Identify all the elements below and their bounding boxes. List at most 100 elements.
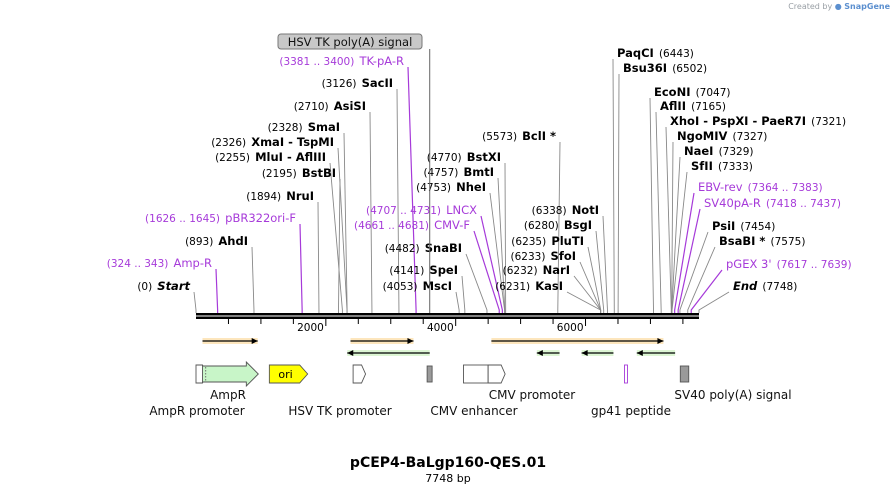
site-name-27: PaqCI <box>617 46 654 60</box>
site-label-27: PaqCI (6443) <box>617 42 694 61</box>
site-leader-34 <box>671 171 688 313</box>
site-label-26: (6338) NotI <box>532 199 599 218</box>
site-label-11: (3381 .. 3400) TK-pA-R <box>279 50 404 69</box>
site-pos-10: (3126) <box>322 78 357 90</box>
site-leader-18 <box>497 177 506 313</box>
orf-arrowhead-3 <box>657 338 664 344</box>
site-pos-34: (7333) <box>718 161 753 173</box>
site-name-7: XmaI - TspMI <box>251 135 334 149</box>
site-pos-12: (4053) <box>383 281 418 293</box>
site-name-40: End <box>733 279 758 293</box>
site-name-24: PluTI <box>551 234 584 248</box>
site-name-9: AsiSI <box>334 99 366 113</box>
site-label-12: (4053) MscI <box>383 275 452 294</box>
site-label-4: (1894) NruI <box>246 185 314 204</box>
site-pos-23: (6233) <box>511 251 546 263</box>
site-label-24: (6235) PluTI <box>511 230 584 249</box>
site-leader-38 <box>687 246 716 313</box>
site-pos-11: (3381 .. 3400) <box>279 56 354 68</box>
site-pos-40: (7748) <box>762 281 797 293</box>
site-name-1: Amp-R <box>173 256 212 270</box>
site-name-20: BclI * <box>522 129 556 143</box>
site-name-11: TK-pA-R <box>358 54 404 68</box>
site-pos-21: (6231) <box>495 281 530 293</box>
site-pos-14: (4482) <box>385 243 420 255</box>
site-name-16: LNCX <box>446 203 477 217</box>
ruler-tick-label: 6000 <box>557 322 584 334</box>
feature-shape-8 <box>679 365 690 383</box>
feature-shape-1 <box>202 360 259 388</box>
site-leader-14 <box>465 253 488 313</box>
site-name-30: AflII <box>660 99 686 113</box>
orf-arrows <box>202 338 676 356</box>
site-name-37: PsiI <box>712 219 735 233</box>
site-leader-37 <box>679 231 709 313</box>
site-leader-36 <box>677 208 701 313</box>
feature-label-0: AmpR promoter <box>149 404 244 418</box>
credit-prefix: Created by <box>788 2 833 11</box>
ruler-tick-label: 4000 <box>427 322 454 334</box>
site-label-34: SfII (7333) <box>691 155 753 174</box>
site-leader-29 <box>649 97 654 313</box>
site-pos-39: (7617 .. 7639) <box>777 259 852 271</box>
site-leader-1 <box>215 268 219 313</box>
site-name-35: EBV-rev <box>698 180 743 194</box>
site-name-15: CMV-F <box>434 218 470 232</box>
site-pos-30: (7165) <box>691 101 726 113</box>
site-name-39: pGEX 3' <box>726 257 772 271</box>
feature-label-6: CMV promoter <box>489 388 576 402</box>
feature-label-ori: ori <box>278 368 292 381</box>
site-leader-2 <box>251 246 255 313</box>
site-label-31: XhoI - PspXI - PaeR7I (7321) <box>670 110 846 129</box>
site-name-32: NgoMIV <box>677 129 727 143</box>
site-leader-3 <box>299 223 303 313</box>
site-label-40: End (7748) <box>733 275 797 294</box>
feature-label-8: SV40 poly(A) signal <box>674 388 791 402</box>
site-pos-16: (4707 .. 4731) <box>366 205 441 217</box>
site-name-36: SV40pA-R <box>704 196 761 210</box>
site-pos-3: (1626 .. 1645) <box>145 213 220 225</box>
site-pos-31: (7321) <box>811 116 846 128</box>
site-leader-12 <box>455 291 460 313</box>
site-name-0: Start <box>157 279 190 293</box>
site-leader-40 <box>698 291 730 313</box>
site-name-31: XhoI - PspXI - PaeR7I <box>670 114 806 128</box>
site-label-38: BsaBI * (7575) <box>719 230 805 249</box>
orf-arrowhead-1 <box>407 338 414 344</box>
site-label-16: (4707 .. 4731) LNCX <box>366 199 477 218</box>
site-leader-17 <box>489 192 506 313</box>
site-name-38: BsaBI * <box>719 234 765 248</box>
site-leader-35 <box>674 192 695 313</box>
top-feature-label: HSV TK poly(A) signal <box>277 33 431 313</box>
ruler-tick-label: 2000 <box>297 322 324 334</box>
site-pos-36: (7418 .. 7437) <box>766 198 841 210</box>
site-label-37: PsiI (7454) <box>712 215 775 234</box>
site-label-1: (324 .. 343) Amp-R <box>107 252 212 271</box>
site-label-19: (4770) BstXI <box>427 146 501 165</box>
site-label-13: (4141) SpeI <box>389 259 458 278</box>
orf-arrowhead-5 <box>581 350 588 356</box>
site-label-6: (2255) MluI - AflIII <box>215 146 326 165</box>
feature-shape-7 <box>624 364 628 384</box>
site-leader-20 <box>557 141 561 313</box>
site-pos-19: (4770) <box>427 152 462 164</box>
site-leader-15 <box>473 230 500 313</box>
orf-arrowhead-4 <box>536 350 543 356</box>
site-leader-11 <box>407 66 417 313</box>
site-name-5: BstBI <box>302 166 336 180</box>
site-pos-28: (6502) <box>672 63 707 75</box>
site-label-28: Bsu36I (6502) <box>623 57 707 76</box>
site-pos-27: (6443) <box>659 48 694 60</box>
site-label-0: (0) Start <box>137 275 190 294</box>
site-leader-13 <box>461 275 466 313</box>
site-leader-5 <box>338 178 341 313</box>
site-name-14: SnaBI <box>425 241 462 255</box>
site-label-10: (3126) SacII <box>322 72 393 91</box>
site-label-23: (6233) SfoI <box>511 245 576 264</box>
site-leader-39 <box>690 269 723 313</box>
site-pos-17: (4753) <box>416 182 451 194</box>
site-label-22: (6232) NarI <box>503 259 570 278</box>
site-name-17: NheI <box>456 180 486 194</box>
